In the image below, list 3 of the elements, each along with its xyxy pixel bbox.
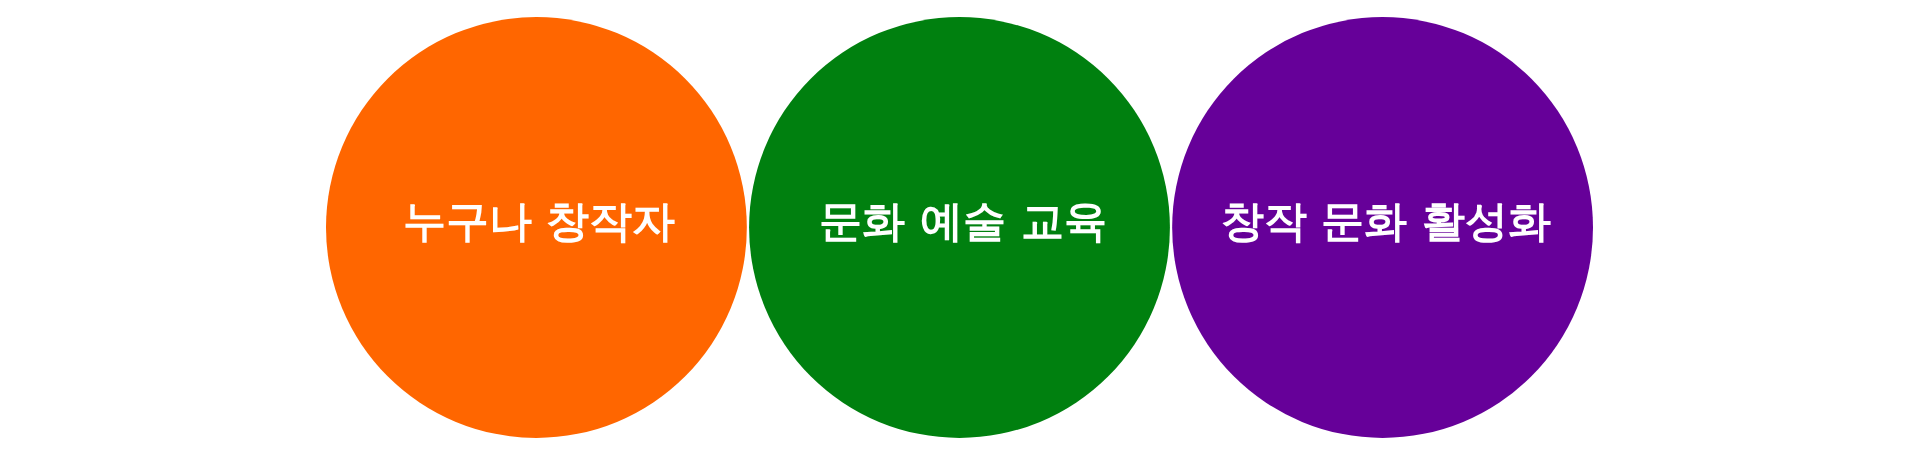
node-circle: 누구나 창작자 xyxy=(326,17,747,438)
node-circle: 문화 예술 교육 xyxy=(749,17,1170,438)
node-circle: 창작 문화 활성화 xyxy=(1172,17,1593,438)
